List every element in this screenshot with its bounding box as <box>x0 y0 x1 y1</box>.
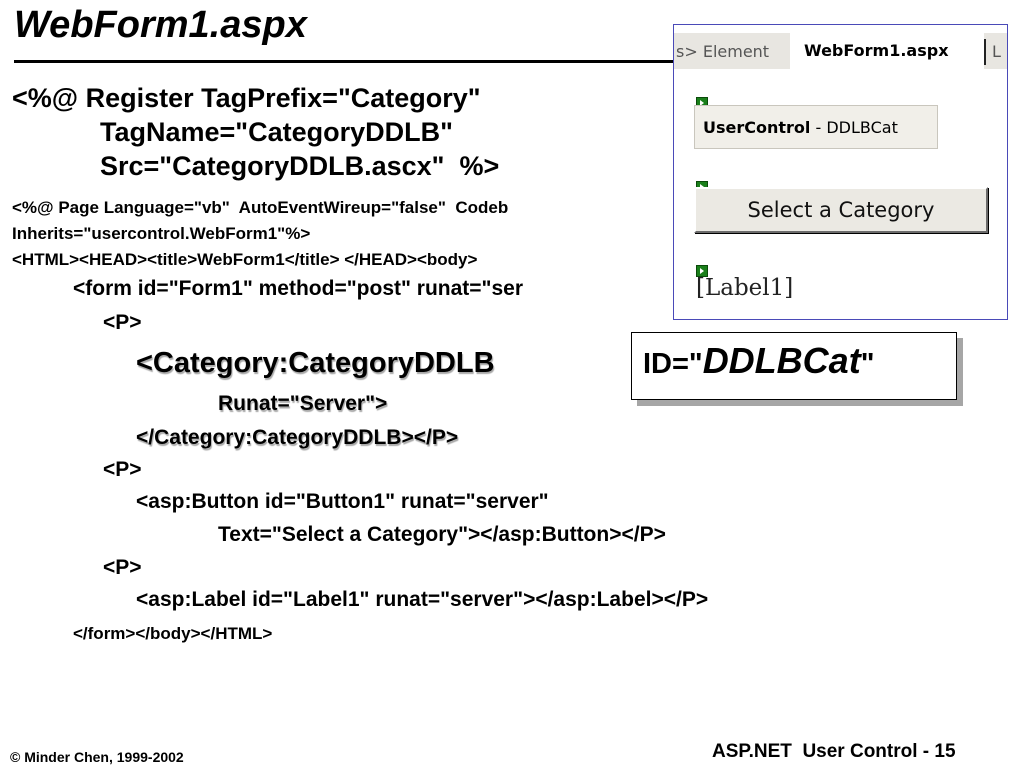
tab-overflow[interactable]: L <box>992 42 1001 61</box>
tab-webform1[interactable]: WebForm1.aspx <box>790 33 984 69</box>
label1-control[interactable]: [Label1] <box>696 275 794 301</box>
code-p-open-1: <P> <box>103 311 142 334</box>
code-button-line-2: Text="Select a Category"></asp:Button></… <box>218 523 666 546</box>
code-p-open-2: <P> <box>103 458 142 481</box>
code-register-line-1: <%@ Register TagPrefix="Category" <box>12 83 481 113</box>
footer-copyright: © Minder Chen, 1999-2002 <box>10 749 184 765</box>
slide-title: WebForm1.aspx <box>14 4 307 46</box>
code-html-head: <HTML><HEAD><title>WebForm1</title> </HE… <box>12 250 478 269</box>
title-underline <box>14 60 676 63</box>
code-category-close: </Category:CategoryDDLB></P> <box>136 426 459 449</box>
server-control-glyph-icon <box>696 265 708 277</box>
code-button-line-1: <asp:Button id="Button1" runat="server" <box>136 490 549 513</box>
code-runat-server: Runat="Server"> <box>218 392 388 415</box>
code-label-line: <asp:Label id="Label1" runat="server"></… <box>136 588 709 611</box>
code-category-open: <Category:CategoryDDLB <box>136 347 495 379</box>
designer-preview: s> Element WebForm1.aspx L UserControl -… <box>673 24 1008 320</box>
code-p-open-3: <P> <box>103 556 142 579</box>
tab-element[interactable]: s> Element <box>676 42 770 61</box>
id-callout-suffix: " <box>860 348 875 380</box>
id-callout-value: DDLBCat <box>702 340 861 381</box>
id-callout-text: ID="DDLBCat" <box>643 340 874 382</box>
select-category-button[interactable]: Select a Category <box>694 187 988 233</box>
usercontrol-label-id: - DDLBCat <box>810 118 898 137</box>
id-callout-box <box>631 332 957 400</box>
code-page-line-2: Inherits="usercontrol.WebForm1"%> <box>12 224 311 243</box>
code-register-line-3: Src="CategoryDDLB.ascx" %> <box>100 151 500 181</box>
code-form-close: </form></body></HTML> <box>73 624 273 643</box>
designer-tab-bar: s> Element WebForm1.aspx L <box>674 33 1007 69</box>
code-form-open: <form id="Form1" method="post" runat="se… <box>73 277 524 300</box>
code-page-line-1: <%@ Page Language="vb" AutoEventWireup="… <box>12 198 509 217</box>
code-register-line-2: TagName="CategoryDDLB" <box>100 117 453 147</box>
id-callout-prefix: ID=" <box>643 348 703 380</box>
footer-slide-number: ASP.NET User Control - 15 <box>712 741 956 762</box>
usercontrol-label-bold: UserControl <box>703 118 811 137</box>
tab-separator <box>984 39 986 65</box>
usercontrol-placeholder[interactable]: UserControl - DDLBCat <box>694 105 938 149</box>
